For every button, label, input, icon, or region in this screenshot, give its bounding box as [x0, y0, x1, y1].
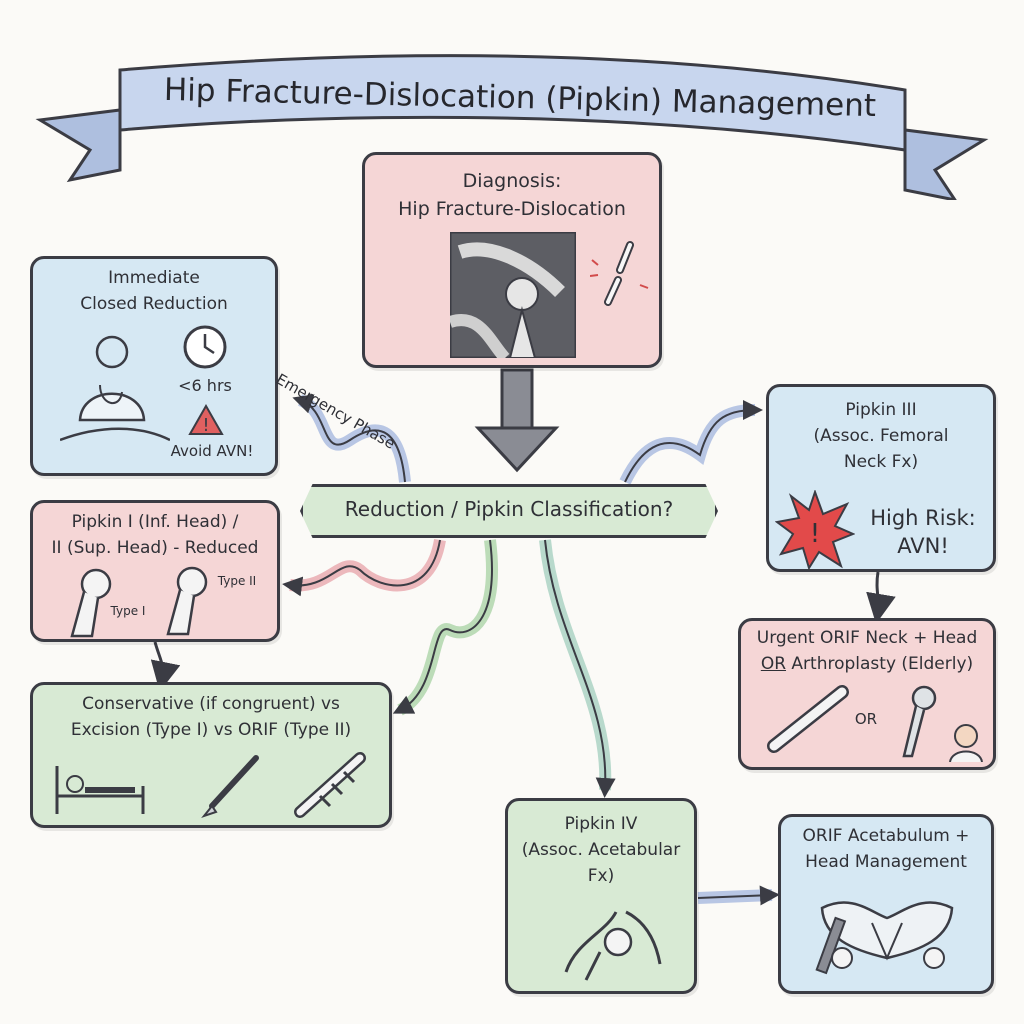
pipkin-4-line1: Pipkin IV [564, 814, 638, 834]
arrow-to-closed-reduction-outline [292, 394, 406, 483]
arrow-pipkin12-to-conservative [150, 641, 181, 692]
svg-text:!: ! [202, 415, 209, 436]
urgent-orif-line2-rest: Arthroplasty (Elderly) [786, 654, 974, 674]
alert-burst-icon: ! [775, 490, 855, 570]
decision-shape [300, 484, 718, 538]
arrow-to-pipkin-4-outline [544, 539, 616, 798]
closed-reduction-line2: Closed Reduction [80, 294, 228, 314]
pipkin-1-2-box [30, 500, 280, 642]
arrow-to-pipkin-1-2-outline [282, 539, 441, 597]
urgent-orif-or-label: OR [854, 710, 878, 728]
closed-reduction-time: <6 hrs [178, 376, 232, 395]
doctor-icon [60, 335, 170, 442]
urgent-orif-or-word: OR [760, 654, 787, 674]
urgent-orif-line1: Urgent ORIF Neck + Head [756, 628, 978, 648]
hospital-bed-icon [55, 766, 145, 814]
pipkin-3-risk2: AVN! [897, 534, 949, 558]
elderly-person-icon [949, 724, 983, 762]
arrow-to-pipkin-1-2 [289, 538, 446, 592]
type2-label: Type II [217, 574, 257, 588]
closed-reduction-box [30, 256, 278, 476]
femur-bone-icon [767, 685, 849, 753]
svg-text:!: ! [810, 519, 820, 549]
title-banner [35, 54, 989, 200]
femur-type1-icon [70, 568, 112, 638]
pelvis-plate-icon [815, 901, 954, 975]
arrow-to-pipkin-4 [539, 539, 612, 791]
closed-reduction-warning: Avoid AVN! [170, 442, 254, 460]
hip-implant-icon [902, 685, 937, 758]
scalpel-icon [201, 755, 259, 819]
arrow-pipkin3-to-urgent [866, 571, 896, 624]
arrow-to-conservative-outline [392, 539, 493, 714]
hip-xray-icon [450, 232, 576, 358]
arrow-pipkin4-to-orif-outline [697, 885, 780, 906]
broken-bone-icon [590, 241, 649, 306]
femur-type2-icon [166, 566, 208, 636]
diagnosis-line2: Hip Fracture-Dislocation [398, 198, 626, 220]
urgent-orif-line2: OR Arthroplasty (Elderly) [738, 654, 996, 675]
orif-bone-plate-icon [294, 752, 366, 818]
conservative-line1: Conservative (if congruent) vs [82, 694, 340, 714]
conservative-line2: Excision (Type I) vs ORIF (Type II) [70, 720, 352, 740]
pipkin-3-line3: Neck Fx) [843, 452, 919, 472]
diagnosis-line1: Diagnosis: [462, 170, 562, 192]
pipkin-3-line2: (Assoc. Femoral [813, 426, 949, 446]
pipkin-4-line2: (Assoc. Acetabular [521, 840, 681, 860]
orif-acetabulum-line2: Head Management [805, 852, 967, 872]
pipkin-3-risk1: High Risk: [870, 506, 976, 530]
closed-reduction-line1: Immediate [108, 268, 200, 288]
pipkin-4-line3: Fx) [587, 866, 615, 886]
pipkin-1-2-line1: Pipkin I (Inf. Head) / [71, 512, 239, 532]
arrow-to-pipkin-3 [619, 404, 756, 485]
arrow-to-pipkin-3-outline [624, 400, 763, 483]
decision-label: Reduction / Pipkin Classification? [344, 497, 674, 521]
clock-icon [183, 325, 227, 369]
acetabulum-fracture-icon [564, 910, 662, 981]
pipkin-1-2-line2: II (Sup. Head) - Reduced [51, 538, 259, 558]
down-arrow-diagnosis [474, 368, 560, 473]
orif-acetabulum-line1: ORIF Acetabulum + [802, 826, 970, 846]
pipkin-4-box [505, 798, 697, 994]
pipkin-3-line1: Pipkin III [845, 400, 917, 420]
warning-icon: ! [188, 404, 224, 436]
type1-label: Type I [110, 604, 146, 618]
orif-acetabulum-box [778, 814, 994, 994]
arrow-to-conservative [396, 539, 498, 716]
